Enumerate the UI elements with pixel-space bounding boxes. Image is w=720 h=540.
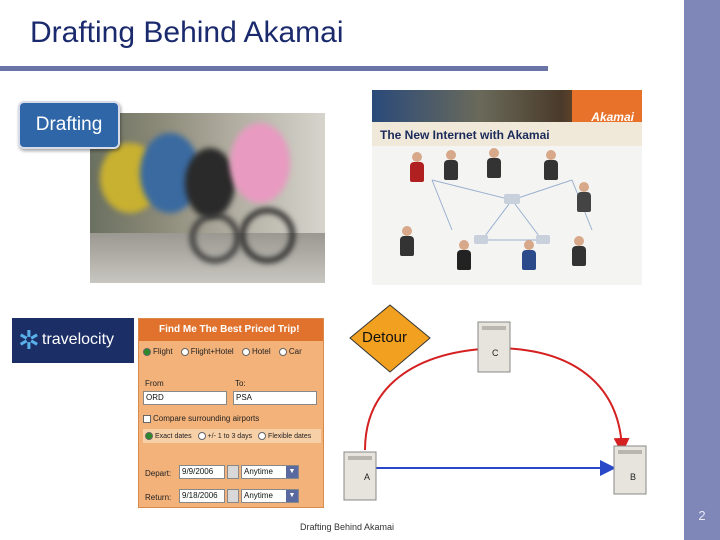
to-input[interactable]: PSA xyxy=(233,391,317,405)
travelocity-logo-text: travelocity xyxy=(42,331,115,348)
person-figure xyxy=(410,152,424,182)
compare-row: Compare surrounding airports xyxy=(143,414,259,423)
server-c xyxy=(477,321,511,373)
photo-rider-blur xyxy=(230,123,290,203)
akamai-logo: Akamai xyxy=(591,110,634,124)
person-figure xyxy=(444,150,458,180)
title-underline xyxy=(0,66,548,71)
server-a xyxy=(343,451,377,501)
slide-title: Drafting Behind Akamai xyxy=(30,16,344,49)
side-bar xyxy=(684,0,720,540)
trip-type-row: Flight Flight+Hotel Hotel Car xyxy=(143,347,302,356)
exact-dates-label: Exact dates xyxy=(155,432,192,440)
return-time-value: Anytime xyxy=(244,491,273,500)
to-label: To: xyxy=(235,379,246,388)
return-calendar-icon[interactable] xyxy=(227,489,239,503)
person-figure xyxy=(400,226,414,256)
depart-time-value: Anytime xyxy=(244,467,273,476)
trip-type-car-label: Car xyxy=(288,347,302,356)
form-title: Find Me The Best Priced Trip! xyxy=(139,319,323,341)
travelocity-star-icon: ✲ xyxy=(18,325,40,355)
diagram-graphics: C A B xyxy=(343,304,647,501)
radio-car[interactable] xyxy=(278,347,287,356)
radio-hotel[interactable] xyxy=(241,347,250,356)
compare-label: Compare surrounding airports xyxy=(153,414,260,423)
depart-date-input[interactable]: 9/9/2006 xyxy=(179,465,225,479)
radio-flight[interactable] xyxy=(143,347,151,356)
from-input[interactable]: ORD xyxy=(143,391,227,405)
plus-minus-label: +/- 1 to 3 days xyxy=(207,432,253,440)
server-c-label: C xyxy=(492,348,499,358)
detour-diamond xyxy=(349,304,431,373)
radio-plus-minus[interactable] xyxy=(197,432,206,440)
akamai-headline: The New Internet with Akamai xyxy=(380,128,550,142)
radio-flexible-dates[interactable] xyxy=(258,432,267,440)
photo-rider-blur xyxy=(185,148,235,218)
detour-diagram: C A B Detour xyxy=(330,300,670,505)
akamai-headline-strip xyxy=(372,122,642,146)
travelocity-search-form: Find Me The Best Priced Trip! Flight Fli… xyxy=(138,318,324,508)
server-b-label: B xyxy=(630,472,636,482)
server-a-label: A xyxy=(364,472,370,482)
radio-exact-dates[interactable] xyxy=(145,432,153,440)
person-figure xyxy=(457,240,471,270)
trip-type-flight-hotel-label: Flight+Hotel xyxy=(190,347,234,356)
return-time-select[interactable]: Anytime ▼ xyxy=(241,489,299,503)
photo-wheel xyxy=(190,213,240,263)
cycling-photo xyxy=(90,113,325,283)
depart-time-select[interactable]: Anytime ▼ xyxy=(241,465,299,479)
return-date-input[interactable]: 9/18/2006 xyxy=(179,489,225,503)
akamai-network-image: Akamai The New Internet with Akamai xyxy=(372,90,642,285)
detour-path-down xyxy=(499,347,630,454)
chevron-down-icon: ▼ xyxy=(286,490,298,502)
detour-path-up xyxy=(364,347,501,451)
trip-type-flight-label: Flight xyxy=(153,347,173,356)
akamai-network-lines xyxy=(431,179,593,244)
date-options-band xyxy=(143,429,321,443)
slide-footer: Drafting Behind Akamai xyxy=(300,522,395,532)
depart-calendar-icon[interactable] xyxy=(227,465,239,479)
chevron-down-icon: ▼ xyxy=(286,466,298,478)
return-label: Return: xyxy=(145,493,172,502)
drafting-label: Drafting xyxy=(18,101,120,149)
detour-label: Detour xyxy=(362,329,408,346)
person-figure xyxy=(544,150,558,180)
flexible-dates-label: Flexible dates xyxy=(268,432,312,440)
person-figure xyxy=(522,240,536,270)
person-figure xyxy=(487,148,501,178)
radio-flight-hotel[interactable] xyxy=(180,347,189,356)
from-label: From xyxy=(145,379,164,388)
photo-wheel xyxy=(240,208,295,263)
travelocity-logo: ✲ travelocity xyxy=(12,318,134,363)
trip-type-hotel-label: Hotel xyxy=(251,347,271,356)
person-figure xyxy=(577,182,591,212)
server-b xyxy=(613,445,647,495)
person-figure xyxy=(572,236,586,266)
compare-checkbox[interactable] xyxy=(143,414,151,423)
depart-label: Depart: xyxy=(145,469,172,478)
slide-number: 2 xyxy=(698,508,706,523)
date-options-row: Exact dates +/- 1 to 3 days Flexible dat… xyxy=(145,432,311,440)
